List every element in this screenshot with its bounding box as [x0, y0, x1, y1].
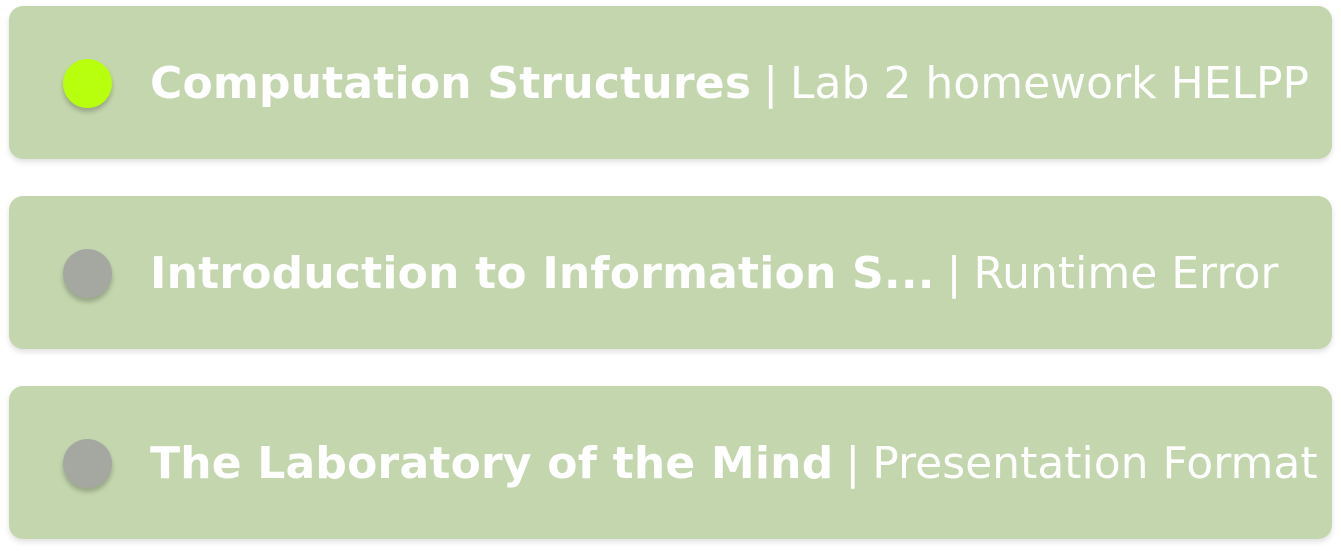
list-item[interactable]: Computation Structures|Lab 2 homework HE… — [9, 6, 1332, 159]
thread-topic: Runtime Error — [973, 248, 1279, 299]
separator: | — [946, 248, 962, 299]
list-item[interactable]: The Laboratory of the Mind|Presentation … — [9, 386, 1332, 539]
course-name: The Laboratory of the Mind — [150, 438, 834, 489]
status-dot-icon — [63, 59, 112, 108]
status-dot-icon — [63, 439, 112, 488]
course-name: Introduction to Information S... — [150, 248, 935, 299]
item-text: Computation Structures|Lab 2 homework HE… — [150, 54, 1309, 114]
thread-topic: Presentation Format — [872, 438, 1318, 489]
item-text: Introduction to Information S...|Runtime… — [150, 244, 1279, 304]
course-name: Computation Structures — [150, 58, 752, 109]
list-item[interactable]: Introduction to Information S...|Runtime… — [9, 196, 1332, 349]
separator: | — [763, 58, 779, 109]
separator: | — [845, 438, 861, 489]
item-text: The Laboratory of the Mind|Presentation … — [150, 434, 1318, 494]
thread-topic: Lab 2 homework HELPP — [790, 58, 1310, 109]
status-dot-icon — [63, 249, 112, 298]
